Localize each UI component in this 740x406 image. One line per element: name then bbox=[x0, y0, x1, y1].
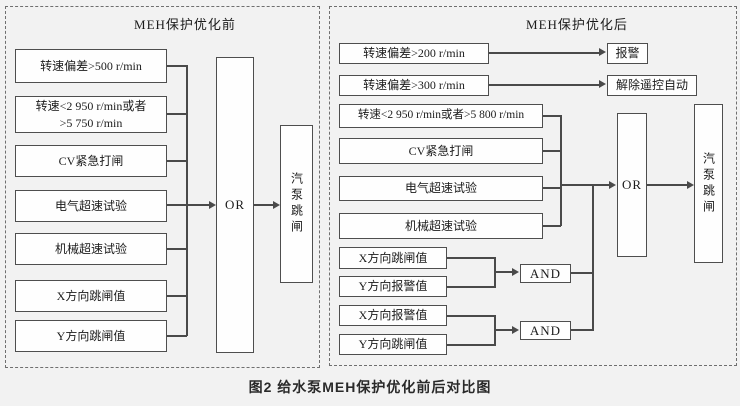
condition-box-y-alarm-value-after: Y方向报警值 bbox=[339, 276, 447, 297]
connector-line bbox=[571, 329, 593, 331]
connector-line bbox=[167, 160, 187, 162]
connector-bus-line bbox=[560, 115, 562, 226]
connector-line bbox=[543, 150, 561, 152]
connector-bracket-line bbox=[494, 257, 496, 288]
connector-line bbox=[489, 84, 600, 86]
condition-box-x-alarm-value-after: X方向报警值 bbox=[339, 305, 447, 326]
or-gate-after: OR bbox=[617, 113, 647, 257]
action-box-alarm: 报警 bbox=[607, 43, 648, 64]
or-gate-before: OR bbox=[216, 57, 254, 353]
arrowhead-icon bbox=[599, 48, 606, 56]
arrowhead-icon bbox=[599, 80, 606, 88]
arrowhead-icon bbox=[687, 181, 694, 189]
condition-box-speed-range-before: 转速<2 950 r/min或者 >5 750 r/min bbox=[15, 96, 167, 133]
connector-line bbox=[167, 113, 187, 115]
connector-line bbox=[167, 295, 187, 297]
condition-box-y-trip-value-after: Y方向跳闸值 bbox=[339, 334, 447, 355]
condition-box-x-trip-value-before: X方向跳闸值 bbox=[15, 280, 167, 312]
connector-line bbox=[167, 248, 187, 250]
connector-line bbox=[167, 204, 210, 206]
connector-line bbox=[495, 329, 513, 331]
connector-line bbox=[447, 344, 495, 346]
connector-line bbox=[543, 115, 561, 117]
figure-caption: 图2 给水泵MEH保护优化前后对比图 bbox=[248, 379, 492, 395]
arrowhead-icon bbox=[512, 268, 519, 276]
panel-before-title: MEH保护优化前 bbox=[134, 17, 236, 32]
condition-box-electrical-overspeed-test-after: 电气超速试验 bbox=[339, 176, 543, 201]
condition-box-speed-range-after: 转速<2 950 r/min或者>5 800 r/min bbox=[339, 104, 543, 128]
connector-line bbox=[447, 315, 495, 317]
connector-line bbox=[495, 271, 513, 273]
connector-bracket-line bbox=[494, 315, 496, 346]
action-box-release-remote-auto: 解除遥控自动 bbox=[607, 75, 697, 96]
condition-box-mechanical-overspeed-test-after: 机械超速试验 bbox=[339, 213, 543, 239]
condition-box-x-trip-value-after: X方向跳闸值 bbox=[339, 247, 447, 269]
output-box-pump-trip-before: 汽泵跳闸 bbox=[280, 125, 313, 283]
condition-box-y-trip-value-before: Y方向跳闸值 bbox=[15, 320, 167, 352]
connector-line bbox=[543, 187, 561, 189]
arrowhead-icon bbox=[273, 201, 280, 209]
panel-after-title: MEH保护优化后 bbox=[526, 17, 628, 32]
condition-box-mechanical-overspeed-test-before: 机械超速试验 bbox=[15, 233, 167, 265]
connector-line bbox=[254, 204, 274, 206]
condition-box-speed-deviation-300: 转速偏差>300 r/min bbox=[339, 75, 489, 96]
panel-after-optimization bbox=[329, 6, 737, 366]
output-box-pump-trip-after: 汽泵跳闸 bbox=[694, 104, 723, 263]
connector-line bbox=[561, 184, 610, 186]
connector-line bbox=[543, 225, 561, 227]
and-gate-2: AND bbox=[520, 321, 571, 340]
condition-box-cv-emergency-trip-after: CV紧急打闸 bbox=[339, 138, 543, 164]
arrowhead-icon bbox=[209, 201, 216, 209]
condition-box-speed-deviation-200: 转速偏差>200 r/min bbox=[339, 43, 489, 64]
condition-box-electrical-overspeed-test-before: 电气超速试验 bbox=[15, 190, 167, 222]
condition-box-cv-emergency-trip-before: CV紧急打闸 bbox=[15, 145, 167, 177]
arrowhead-icon bbox=[512, 326, 519, 334]
connector-line bbox=[447, 286, 495, 288]
connector-line bbox=[167, 65, 187, 67]
arrowhead-icon bbox=[609, 181, 616, 189]
panel-before-optimization bbox=[5, 6, 320, 368]
connector-line bbox=[647, 184, 688, 186]
and-gate-1: AND bbox=[520, 264, 571, 283]
connector-line bbox=[447, 257, 495, 259]
connector-line bbox=[167, 335, 187, 337]
condition-box-speed-deviation-500: 转速偏差>500 r/min bbox=[15, 49, 167, 83]
connector-line bbox=[571, 272, 593, 274]
connector-and-bus-line bbox=[592, 184, 594, 331]
connector-bus-line bbox=[186, 65, 188, 336]
connector-line bbox=[489, 52, 600, 54]
